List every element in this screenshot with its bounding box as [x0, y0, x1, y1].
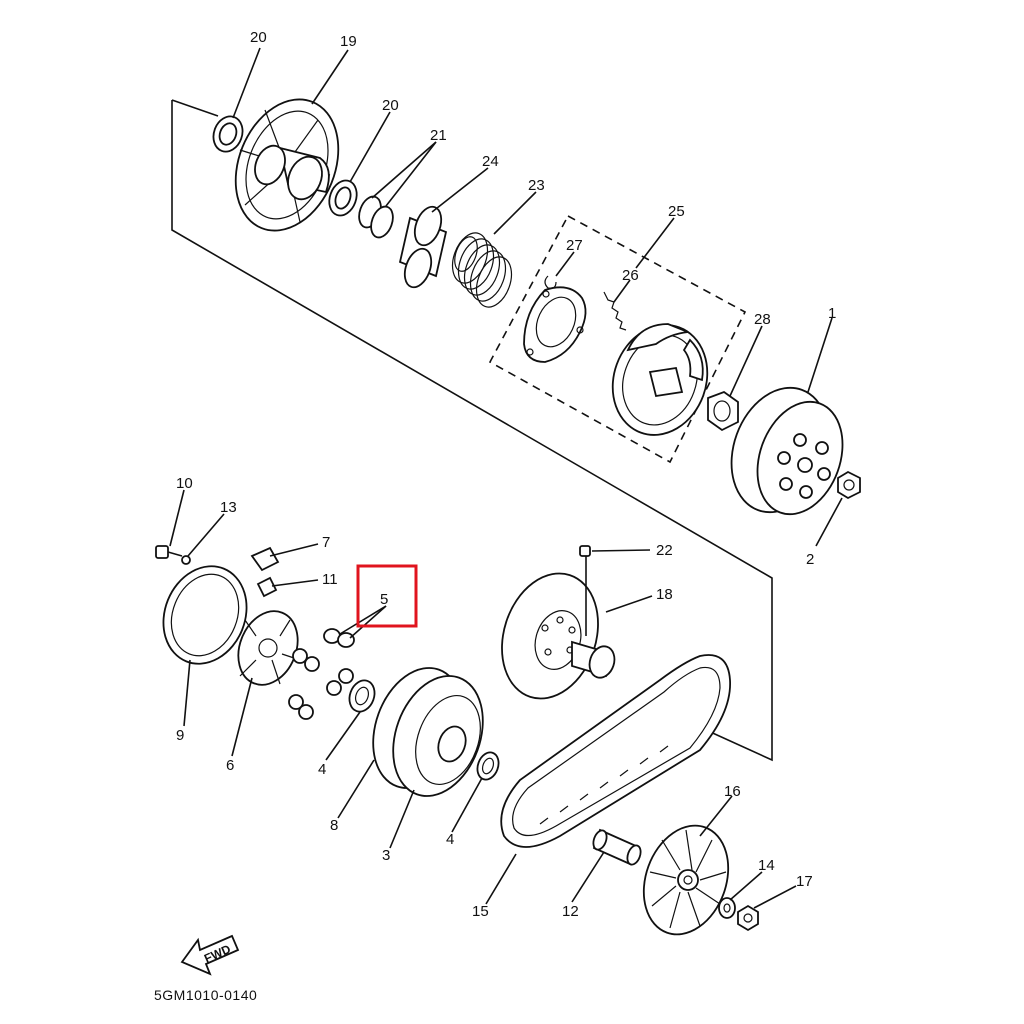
collar-4-left: [348, 679, 376, 713]
assembly-frame: [171, 99, 773, 762]
callout-26: 26: [622, 267, 639, 284]
diagram-code: 5GM1010-0140: [154, 987, 257, 1003]
clutch-plate: [523, 286, 587, 363]
nut-17: [737, 904, 759, 932]
callout-20-top: 20: [250, 29, 267, 46]
collar-4-right: [476, 751, 500, 781]
callout-1: 1: [828, 305, 836, 322]
callout-11: 11: [322, 571, 338, 588]
nut-2: [837, 470, 861, 500]
bolt-10: [155, 545, 183, 559]
clutch-housing-1: [730, 386, 844, 516]
callout-2: 2: [806, 551, 814, 568]
secondary-sheave-18: [501, 556, 616, 700]
clutch-shoe-assembly: [611, 323, 709, 436]
callout-13: 13: [220, 499, 237, 516]
callout-8: 8: [330, 817, 338, 834]
callout-16: 16: [724, 783, 741, 800]
callout-3: 3: [382, 847, 390, 864]
compression-spring-23: [451, 232, 513, 308]
callout-15: 15: [472, 903, 489, 920]
callout-20-mid: 20: [382, 97, 399, 114]
callout-18: 18: [656, 586, 673, 603]
callout-10: 10: [176, 475, 193, 492]
o-rings-21: [358, 195, 394, 239]
circlip-27: [544, 275, 557, 289]
washer-14: [718, 897, 736, 919]
highlight-box: [356, 564, 418, 628]
callout-5: 5: [380, 591, 388, 608]
callout-19: 19: [340, 33, 357, 50]
callout-4-right: 4: [446, 831, 454, 848]
washer-13: [181, 555, 191, 565]
guide-collar-24: [398, 205, 448, 289]
cam-plate-6: [237, 610, 301, 686]
callout-17: 17: [796, 873, 813, 890]
primary-sheave-3: [372, 667, 484, 797]
callout-6: 6: [226, 757, 234, 774]
fan-sheave-16: [642, 824, 730, 936]
weight-rollers-5: [288, 628, 355, 720]
clutch-subassembly-box: [488, 214, 747, 464]
clutch-spring-26: [603, 291, 627, 331]
secondary-sheave-19: [234, 98, 340, 232]
callout-23: 23: [528, 177, 545, 194]
collar-12: [592, 828, 642, 866]
leader-lines: [169, 47, 843, 909]
callout-21: 21: [430, 127, 447, 144]
callout-7: 7: [322, 534, 330, 551]
callout-12: 12: [562, 903, 579, 920]
slider-11: [256, 576, 278, 598]
primary-cover-9: [162, 565, 248, 665]
callout-28: 28: [754, 311, 771, 328]
callout-24: 24: [482, 153, 499, 170]
nut-28: [707, 390, 739, 432]
fwd-label: FWD: [202, 942, 233, 966]
slider-7: [250, 546, 280, 572]
callout-27: 27: [566, 237, 583, 254]
v-belt-15: [500, 654, 731, 848]
pin-22: [579, 545, 591, 557]
fwd-arrow-icon: FWD: [180, 934, 240, 976]
callout-labels: 20 19 20 21 24 23 25 27 26 28 1 2 10 13 …: [176, 29, 836, 920]
oil-seal-20-right: [328, 179, 358, 217]
callout-25: 25: [668, 203, 685, 220]
callout-22: 22: [656, 542, 673, 559]
callout-4-left: 4: [318, 761, 326, 778]
callout-14: 14: [758, 857, 775, 874]
callout-9: 9: [176, 727, 184, 744]
